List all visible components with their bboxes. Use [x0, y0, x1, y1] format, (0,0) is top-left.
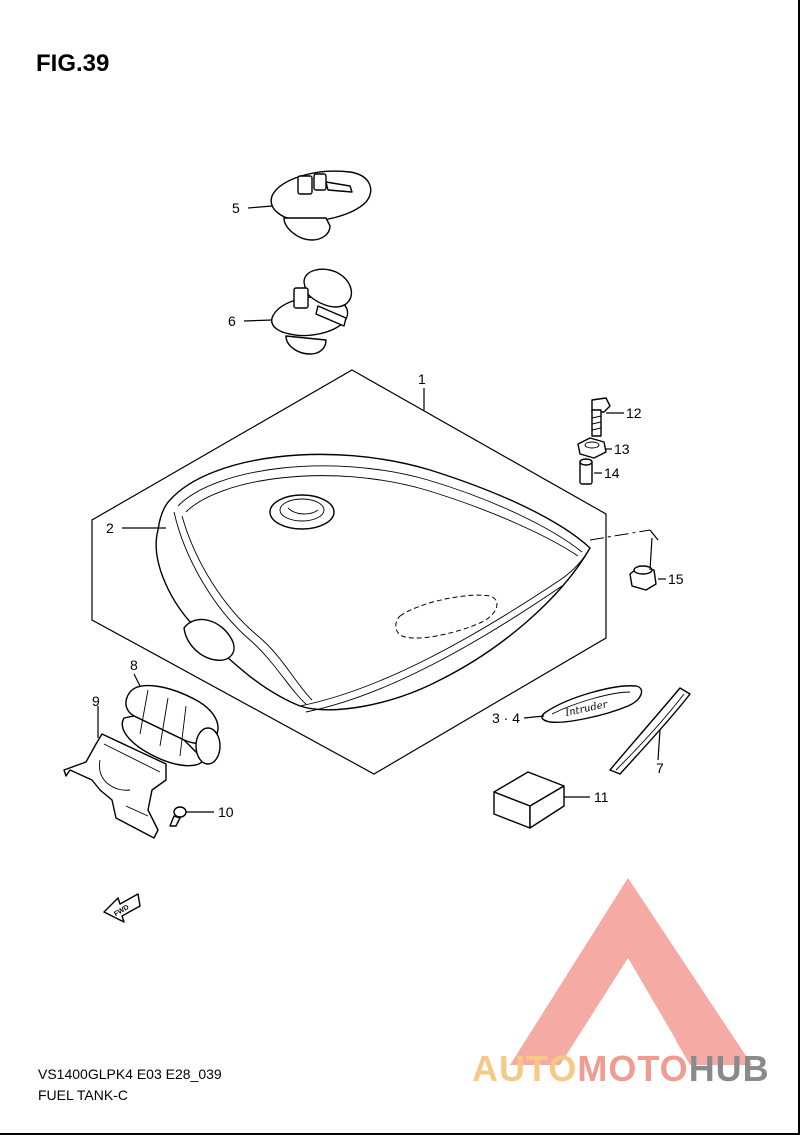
callout-9: 9 [92, 693, 100, 709]
spacer-14 [579, 458, 593, 485]
fuel-cap-5 [270, 170, 372, 241]
grommet-13 [577, 437, 607, 459]
callout-5: 5 [232, 200, 240, 216]
trim-strip-7 [609, 687, 691, 775]
callout-3-4: 3 · 4 [492, 710, 520, 726]
figure-title: FIG.39 [36, 50, 110, 77]
watermark-auto: AUTO [472, 1048, 578, 1089]
callout-1: 1 [418, 371, 426, 387]
callout-15: 15 [668, 571, 684, 587]
watermark-logo [510, 878, 752, 1065]
callout-8: 8 [130, 657, 138, 673]
callout-12: 12 [626, 405, 642, 421]
cushion-8 [121, 684, 221, 767]
watermark-hub: HUB [688, 1048, 770, 1089]
watermark-text: AUTOMOTOHUB [472, 1048, 770, 1090]
section-name: FUEL TANK-C [38, 1087, 128, 1103]
fuel-tank-outline [91, 369, 607, 775]
model-code: VS1400GLPK4 E03 E28_039 [38, 1066, 222, 1082]
callout-11: 11 [594, 789, 609, 805]
callout-14: 14 [604, 465, 620, 481]
emblem-3-4: Intruder [541, 685, 643, 724]
bracket-9 [63, 733, 167, 839]
leader-lines [97, 205, 666, 813]
fuel-cap-6 [271, 268, 353, 355]
leader-15b [649, 529, 659, 541]
callout-labels: 5 6 1 2 12 13 14 15 8 9 3 · 4 7 11 10 [92, 200, 684, 820]
callout-7: 7 [656, 760, 664, 776]
leader-15c [649, 537, 653, 571]
leader-15a [589, 529, 651, 541]
cushion-15 [629, 565, 657, 591]
callout-13: 13 [614, 441, 630, 457]
screw-10 [169, 806, 187, 827]
callout-10: 10 [218, 804, 234, 820]
callout-2: 2 [106, 520, 114, 536]
block-11 [493, 771, 565, 829]
fwd-arrow-icon: FWD [103, 893, 141, 923]
watermark-moto: MOTO [577, 1048, 689, 1089]
callout-6: 6 [228, 313, 236, 329]
fuel-tank-body [155, 453, 591, 713]
bolt-12 [591, 397, 611, 437]
